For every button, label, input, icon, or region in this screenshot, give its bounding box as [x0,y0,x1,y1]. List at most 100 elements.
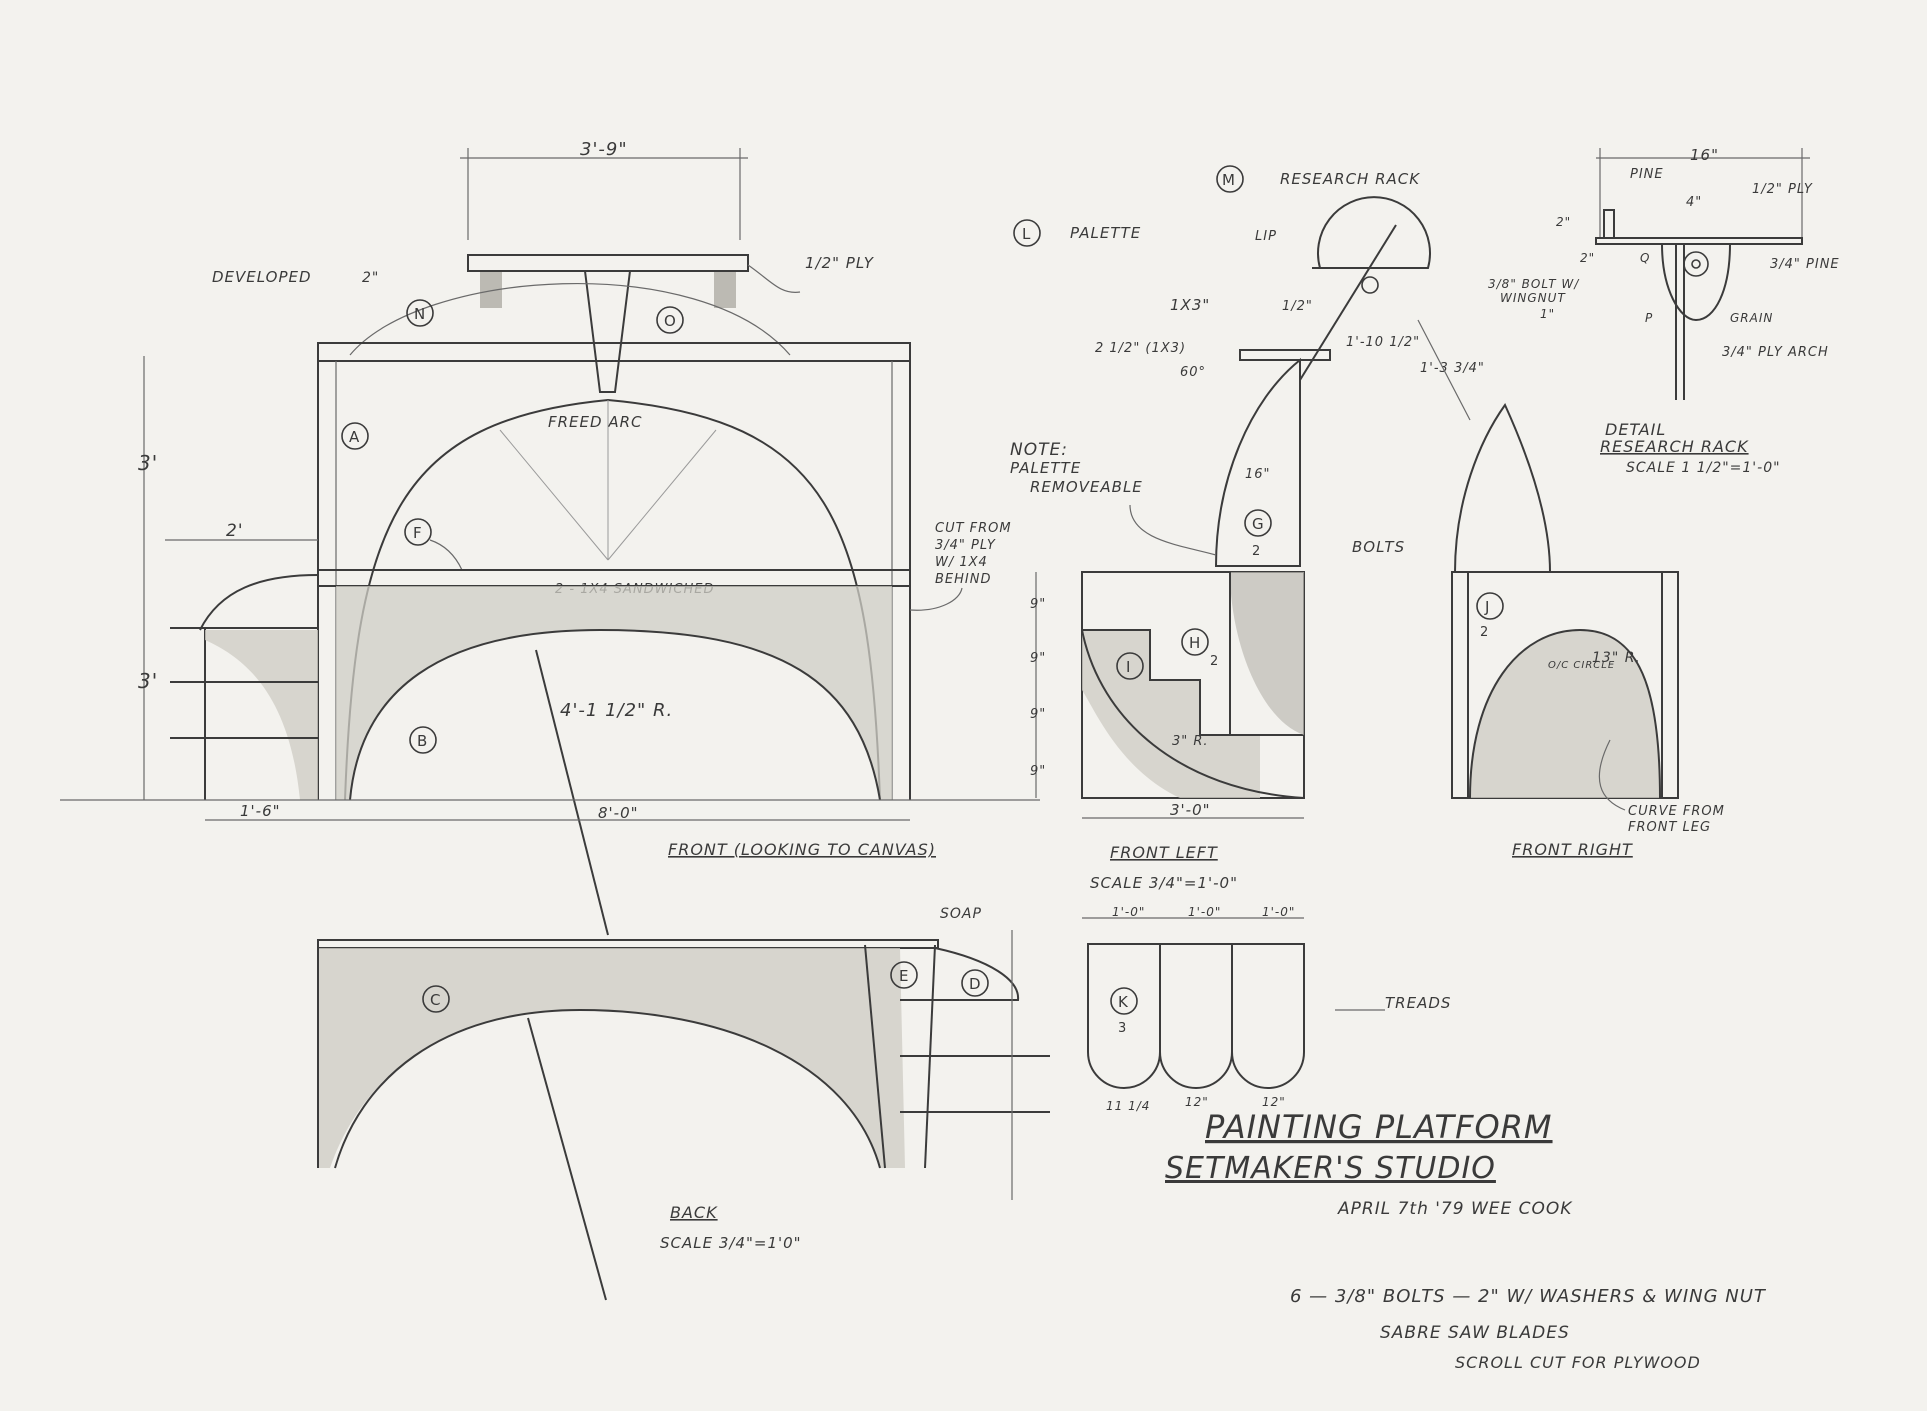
tag-g: G [1252,515,1264,533]
front-left-view: I H 2 9" 9" 9" 9" 3" R. 3'-0" FRONT LEFT… [1030,571,1305,892]
tag-a: A [349,428,360,446]
rack-60: 60° [1180,365,1206,380]
research-rack-side: L PALETTE M RESEARCH RACK LIP 1X3" 1/2" … [1010,165,1485,567]
tag-c: C [430,991,440,1009]
front-height-upper: 3' [138,451,158,475]
front-ply-note: 1/2" PLY [805,254,875,272]
tread-bot-1: 11 1/4 [1106,1099,1150,1113]
fr-caption: FRONT RIGHT [1512,840,1633,859]
fl-dim-1: 9" [1030,597,1046,612]
research-rack-label: RESEARCH RACK [1280,170,1420,188]
tread-top-2: 1'-0" [1188,905,1221,919]
title-block: PAINTING PLATFORM SETMAKER'S STUDIO APRI… [1165,1108,1573,1219]
tread-bot-3: 12" [1262,1095,1286,1109]
fr-curve-1: CURVE FROM [1628,804,1725,819]
fr-circle: O/C CIRCLE [1548,660,1615,671]
detail-2a: 2" [1556,215,1571,229]
detail-caption-2: RESEARCH RACK [1600,437,1749,456]
back-caption: BACK [670,1203,718,1222]
cut-note-1: CUT FROM [935,521,1012,536]
detail-4: 4" [1686,195,1702,210]
detail-ply: 1/2" PLY [1752,182,1813,197]
detail-q: Q [1640,251,1650,265]
tread-top-3: 1'-0" [1262,905,1295,919]
detail-caption-1: DETAIL [1605,420,1666,439]
front-height-lower: 3' [138,669,158,693]
rack-16: 16" [1245,467,1271,482]
tag-h-qty: 2 [1210,654,1218,669]
developed-label: DEVELOPED [212,268,312,286]
tag-e: E [899,967,908,985]
date: APRIL 7th '79 WEE COOK [1337,1199,1573,1219]
fl-scale: SCALE 3/4"=1'-0" [1090,874,1238,892]
note-line-1: 6 — 3/8" BOLTS — 2" W/ WASHERS & WING NU… [1290,1286,1767,1307]
tag-d: D [969,975,981,993]
detail-2b: 2" [1580,251,1595,265]
tag-g-qty: 2 [1252,544,1260,559]
tag-l: L [1022,225,1031,243]
front-elevation: 3'-9" DEVELOPED 2" 1/2" PLY N O FREED AR… [60,139,1040,936]
rack-half: 1/2" [1282,299,1313,314]
detail-grain: GRAIN [1730,311,1773,325]
treads-view: 1'-0" 1'-0" 1'-0" K 3 11 1/4 12" 12" TRE… [1082,905,1451,1113]
detail-arch: 3/4" PLY ARCH [1722,345,1829,360]
detail-scale: SCALE 1 1/2"=1'-0" [1626,460,1781,476]
subtitle: SETMAKER'S STUDIO [1165,1151,1496,1186]
fl-dim-2: 9" [1030,651,1046,666]
note-1: NOTE: [1010,440,1068,460]
front-caption: FRONT (LOOKING TO CANVAS) [668,840,936,859]
treads-label: TREADS [1385,994,1451,1012]
fl-dim-4: 9" [1030,764,1046,779]
note-2: PALETTE [1010,459,1081,477]
tag-n: N [414,305,425,323]
title: PAINTING PLATFORM [1205,1108,1553,1146]
front-radius: 4'-1 1/2" R. [560,700,673,721]
front-dim-width: 8'-0" [598,804,639,822]
cut-note-2: 3/4" PLY [935,538,996,553]
front-overall-width: 3'-9" [580,139,628,160]
tag-o: O [664,312,676,330]
tag-h: H [1189,634,1200,652]
lip-label: LIP [1255,229,1277,244]
rack-1-3: 1'-3 3/4" [1420,361,1485,376]
hardware-notes: 6 — 3/8" BOLTS — 2" W/ WASHERS & WING NU… [1290,1286,1767,1372]
note-line-2: SABRE SAW BLADES [1380,1323,1570,1343]
back-view: SOAP C E D BACK SCALE 3/4"=1'0" [317,906,1050,1301]
cut-note-4: BEHIND [935,572,991,587]
tag-k: K [1118,993,1129,1011]
bolts-label: BOLTS [1352,538,1405,556]
tag-f: F [413,524,422,542]
detail-16: 16" [1690,146,1719,164]
rack-1x3: 1X3" [1170,296,1210,314]
detail-pine: PINE [1630,167,1664,182]
tag-k-qty: 3 [1118,1021,1126,1036]
back-scale: SCALE 3/4"=1'0" [660,1234,802,1252]
detail-1: 1" [1540,307,1555,321]
research-rack-detail: 16" PINE 4" 1/2" PLY 2" 2" Q 3/8" BOLT W… [1488,146,1840,476]
cut-note-3: W/ 1X4 [935,555,988,570]
detail-bolt-1: 3/8" BOLT W/ [1488,277,1580,291]
front-right-view: J 2 13" R. O/C CIRCLE CURVE FROM FRONT L… [1451,403,1725,859]
developed-dim: 2" [362,270,379,286]
tag-i: I [1126,658,1130,676]
tread-bot-2: 12" [1185,1095,1209,1109]
note-3: REMOVEABLE [1030,478,1143,496]
tag-m: M [1222,171,1235,189]
detail-p: P [1645,311,1653,325]
fl-radius: 3" R. [1172,734,1209,749]
soap-label: SOAP [940,906,982,922]
tread-top-1: 1'-0" [1112,905,1145,919]
tag-j-qty: 2 [1480,625,1488,640]
note-line-3: SCROLL CUT FOR PLYWOOD [1455,1353,1701,1372]
detail-bolt-2: WINGNUT [1500,291,1566,305]
fl-dim-3: 9" [1030,707,1046,722]
rack-10-5: 1'-10 1/2" [1346,335,1420,350]
fl-caption: FRONT LEFT [1110,843,1218,862]
detail-pine34: 3/4" PINE [1770,257,1840,272]
fr-curve-2: FRONT LEG [1628,820,1711,835]
fr-radius: 13" R. [1592,650,1641,666]
fl-width: 3'-0" [1170,801,1211,819]
front-step-width: 2' [226,521,244,541]
tag-b: B [417,732,427,750]
